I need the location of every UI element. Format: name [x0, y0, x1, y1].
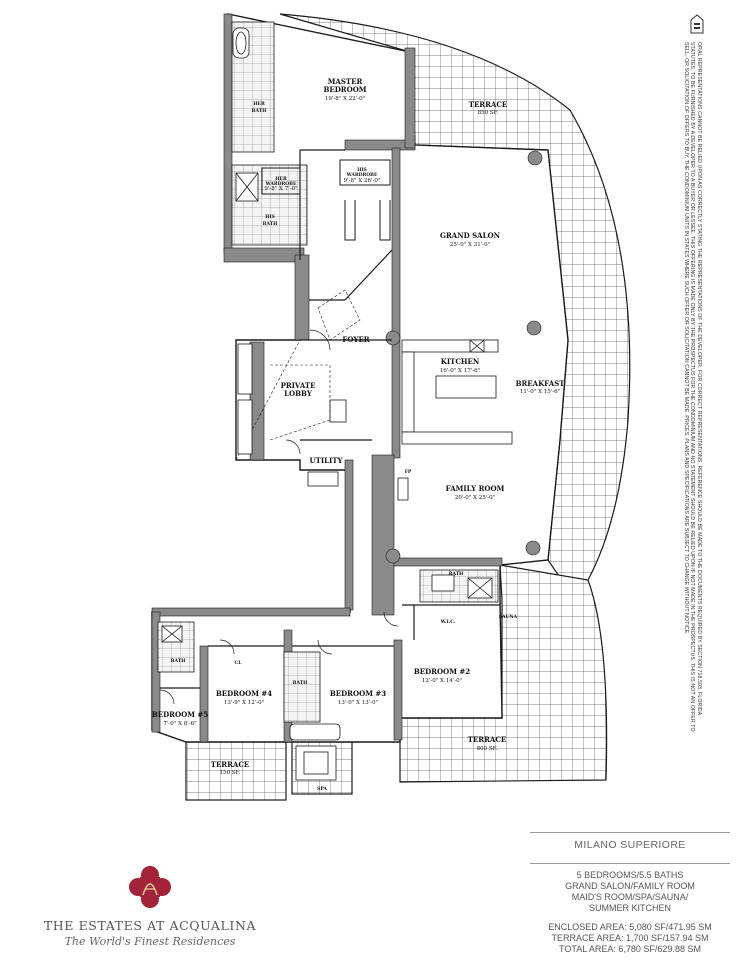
room-labels: MASTER BEDROOM 19'-8" X 22'-0" TERRACE 8… — [152, 77, 565, 792]
terrace-area: TERRACE AREA: 1,700 SF/157.94 SM — [551, 933, 709, 943]
her-bath-label-2: BATH — [252, 108, 267, 114]
kitchen-label: KITCHEN — [441, 357, 480, 366]
unit-feature: SUMMER KITCHEN — [588, 903, 671, 913]
doors — [159, 329, 399, 705]
bath-mid-label: BATH — [293, 680, 308, 686]
spa-label: SPA — [317, 786, 327, 792]
his-wardrobe-label: HIS — [357, 167, 367, 173]
interior-walls — [160, 149, 500, 689]
his-bath-label: HIS — [265, 214, 275, 220]
utility-label: UTILITY — [310, 456, 344, 465]
legal-disclaimer: ORAL REPRESENTATIONS CANNOT BE RELIED UP… — [682, 42, 702, 732]
terrace-bottom-right-label: TERRACE — [468, 735, 507, 744]
brand-name: THE ESTATES AT ACQUALINA — [43, 918, 257, 933]
foyer-label: FOYER — [342, 335, 369, 344]
unit-areas: ENCLOSED AREA: 5,080 SF/471.95 SM TERRAC… — [530, 922, 730, 955]
kitchen-cabinets — [401, 339, 513, 445]
master-bedroom-label-2: BEDROOM — [323, 85, 366, 94]
brand-tagline: The World's Finest Residences — [64, 935, 236, 948]
bedroom3-dim: 13'-0" X 13'-0" — [338, 700, 378, 706]
total-area: TOTAL AREA: 6,780 SF/629.88 SM — [559, 944, 701, 954]
fireplace — [397, 477, 409, 501]
his-wardrobe-dim: 9'-8" X 26'-0" — [344, 178, 381, 184]
wic-label: W.I.C. — [440, 619, 456, 625]
grand-salon-dim: 25'-0" X 31'-0" — [450, 242, 490, 248]
bedroom2-label: BEDROOM #2 — [414, 667, 470, 676]
fixtures — [161, 27, 493, 781]
bedroom2-dim: 12'-0" X 14'-0" — [422, 678, 462, 684]
terrace-top-right-floor — [279, 13, 631, 602]
unit-info-panel: MILANO SUPERIORE 5 BEDROOMS/5.5 BATHS GR… — [530, 832, 730, 955]
bedroom4-label: BEDROOM #4 — [216, 689, 272, 698]
acqualina-logo-icon — [129, 866, 171, 908]
her-bath-label: HER — [253, 101, 265, 107]
bedroom5-label: BEDROOM #5 — [152, 710, 208, 719]
wardrobe-cabinets — [261, 159, 391, 241]
terrace-bottom-left-label: TERRACE — [211, 760, 250, 769]
her-wardrobe-label-2: WARDROBE — [265, 181, 297, 187]
terrace-bottom-right-floor — [399, 564, 608, 783]
elevators — [237, 343, 253, 455]
her-wardrobe-label: HER — [275, 176, 287, 182]
closet-label: CL — [235, 660, 243, 666]
enclosed-area: ENCLOSED AREA: 5,080 SF/471.95 SM — [548, 922, 712, 932]
fp-label: FP — [405, 469, 412, 475]
unit-feature: GRAND SALON/FAMILY ROOM — [565, 881, 695, 891]
unit-title: MILANO SUPERIORE — [574, 839, 686, 851]
unit-feature: 5 BEDROOMS/5.5 BATHS — [576, 870, 684, 880]
breakfast-label: BREAKFAST — [516, 379, 566, 388]
master-bedroom-dim: 19'-8" X 22'-0" — [325, 96, 365, 102]
bedroom5-dim: 7'-0" X 8'-6" — [163, 721, 196, 727]
master-bedroom-label: MASTER — [328, 77, 363, 86]
equal-housing-icon — [690, 14, 704, 34]
brand-block: THE ESTATES AT ACQUALINA The World's Fin… — [30, 865, 270, 948]
columns — [385, 150, 543, 564]
family-room-dim: 20'-0" X 25'-0" — [455, 495, 495, 501]
bath-left-label: BATH — [171, 658, 186, 664]
bedroom4-dim: 13'-9" X 12'-0" — [224, 700, 264, 706]
terrace-bottom-left-area: 150 SF. — [220, 770, 241, 776]
terrace-top-area: 850 SF. — [478, 110, 499, 116]
terrace-bottom-right-area: 800 SF. — [477, 746, 498, 752]
kitchen-dim: 16'-0" X 17'-6" — [440, 368, 480, 374]
bath-mid-floor — [283, 651, 321, 723]
family-room-label: FAMILY ROOM — [446, 484, 505, 493]
private-lobby-label-2: LOBBY — [284, 389, 313, 398]
grand-salon-label: GRAND SALON — [440, 231, 501, 240]
his-bath-label-2: BATH — [263, 221, 278, 227]
bedroom3-label: BEDROOM #3 — [330, 689, 386, 698]
divider — [530, 863, 730, 864]
terrace-top-label: TERRACE — [469, 100, 508, 109]
private-lobby-label: PRIVATE — [281, 381, 316, 390]
divider — [530, 832, 730, 833]
her-wardrobe-dim: 9'-8" X 7'-0" — [264, 186, 297, 192]
bath-top-label: BATH — [449, 571, 464, 577]
breakfast-dim: 11'-0" X 15'-6" — [520, 389, 560, 395]
sauna-label: SAUNA — [499, 614, 518, 620]
his-wardrobe-label-2: WARDROBE — [346, 172, 378, 178]
terrace-bottom-left-floor — [185, 741, 287, 801]
unit-feature: MAID'S ROOM/SPA/SAUNA/ — [571, 892, 689, 902]
